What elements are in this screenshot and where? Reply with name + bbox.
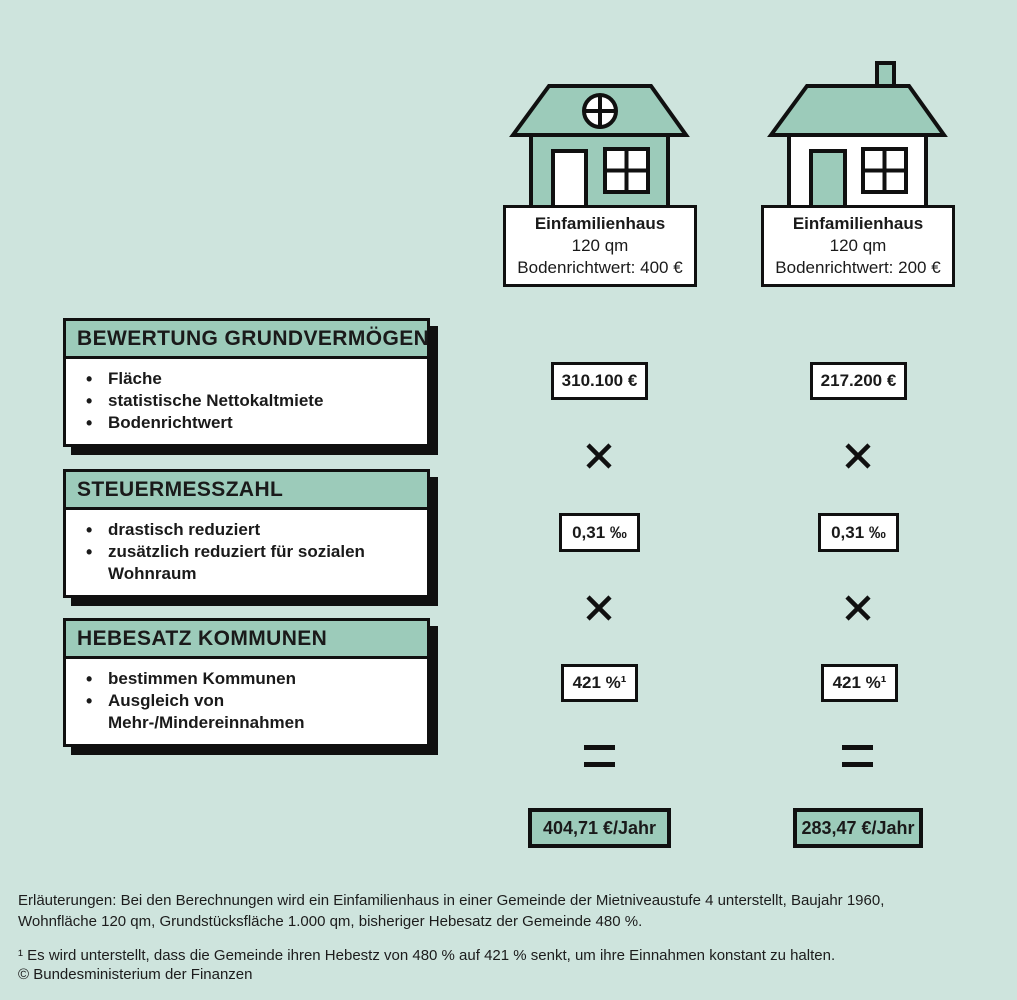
factor-box-hebesatz: HEBESATZ KOMMUNEN bestimmen Kommunen Aus…: [63, 618, 430, 747]
grundsteuerwert-value-right: 217.200 €: [810, 362, 907, 400]
list-item: bestimmen Kommunen: [82, 668, 417, 690]
grundsteuerwert-value-left: 310.100 €: [551, 362, 648, 400]
result-value-right: 283,47 €/Jahr: [793, 808, 923, 848]
house-left-bodenrichtwert: Bodenrichtwert: 400 €: [517, 258, 683, 277]
steuermesszahl-value-right: 0,31 ‰: [818, 513, 899, 552]
list-item: zusätzlich reduziert für sozialen Wohnra…: [82, 541, 417, 585]
hebesatz-value-left: 421 %¹: [561, 664, 638, 702]
factor-box-steuermesszahl-list: drastisch reduziert zusätzlich reduziert…: [66, 510, 427, 595]
house-right-size: 120 qm: [829, 236, 887, 255]
house-left-title: Einfamilienhaus: [534, 214, 666, 233]
list-item: Ausgleich von Mehr-/Mindereinnahmen: [82, 690, 417, 734]
steuermesszahl-value-left: 0,31 ‰: [559, 513, 640, 552]
house-left-label: Einfamilienhaus 120 qm Bodenrichtwert: 4…: [503, 205, 697, 287]
factor-box-steuermesszahl: STEUERMESSZAHL drastisch reduziert zusät…: [63, 469, 430, 598]
result-value-left: 404,71 €/Jahr: [528, 808, 671, 848]
factor-box-steuermesszahl-title: STEUERMESSZAHL: [66, 472, 427, 510]
factor-box-bewertung-title: BEWERTUNG GRUNDVERMÖGEN: [66, 321, 429, 359]
house-left-illustration: [509, 84, 690, 208]
footer-copyright: © Bundesministerium der Finanzen: [18, 966, 253, 983]
factor-box-bewertung: BEWERTUNG GRUNDVERMÖGEN Fläche statistis…: [63, 318, 430, 447]
multiply-icon: [845, 595, 871, 621]
multiply-icon: [586, 595, 612, 621]
hebesatz-value-right: 421 %¹: [821, 664, 898, 702]
equals-icon: [842, 745, 873, 767]
house-right-illustration: [767, 61, 948, 208]
house-right-label: Einfamilienhaus 120 qm Bodenrichtwert: 2…: [761, 205, 955, 287]
factor-box-bewertung-list: Fläche statistische Nettokaltmiete Boden…: [66, 359, 427, 444]
list-item: drastisch reduziert: [82, 519, 417, 541]
footer-explanation: Erläuterungen: Bei den Berechnungen wird…: [18, 892, 885, 930]
house-left-size: 120 qm: [571, 236, 629, 255]
house-right-title: Einfamilienhaus: [792, 214, 924, 233]
house-left-door: [551, 149, 588, 208]
house-right-door: [809, 149, 847, 208]
factor-box-hebesatz-list: bestimmen Kommunen Ausgleich von Mehr-/M…: [66, 659, 427, 744]
multiply-icon: [586, 443, 612, 469]
list-item: statistische Nettokaltmiete: [82, 390, 417, 412]
list-item: Fläche: [82, 368, 417, 390]
equals-icon: [584, 745, 615, 767]
factor-box-hebesatz-title: HEBESATZ KOMMUNEN: [66, 621, 427, 659]
house-right-roof: [767, 84, 948, 137]
multiply-icon: [845, 443, 871, 469]
list-item: Bodenrichtwert: [82, 412, 417, 434]
footer-footnote: ¹ Es wird unterstellt, dass die Gemeinde…: [18, 947, 836, 964]
house-right-bodenrichtwert: Bodenrichtwert: 200 €: [775, 258, 941, 277]
